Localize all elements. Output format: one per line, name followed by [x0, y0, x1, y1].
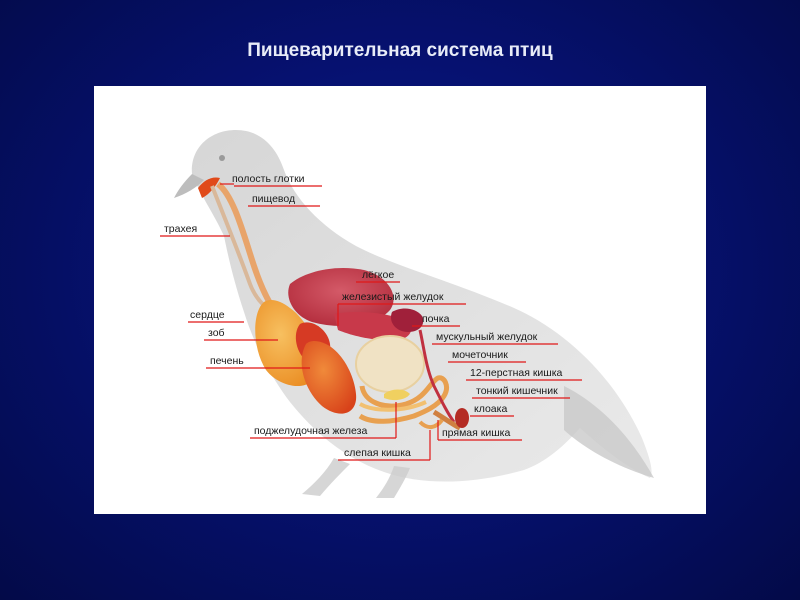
label-pryamaya: прямая кишка	[442, 427, 510, 439]
slide-title: Пищеварительная система птиц	[247, 40, 553, 61]
label-slepaya: слепая кишка	[344, 447, 411, 459]
gizzard-shape	[355, 335, 425, 393]
label-legkoe: лёгкое	[362, 269, 394, 281]
label-kloaka: клоака	[474, 403, 507, 415]
diagram-panel: полость глотки пищевод трахея лёгкое жел…	[94, 86, 706, 514]
ureter-shape	[418, 329, 456, 423]
liver-shape	[301, 341, 357, 414]
caecum-shape	[418, 418, 444, 429]
label-zob: зоб	[208, 327, 225, 339]
digestive-organs	[198, 177, 469, 431]
label-trakheya: трахея	[164, 223, 197, 235]
duodenum-shape	[358, 375, 449, 424]
rectum-shape	[432, 409, 462, 431]
label-zhelezisty: железистый желудок	[342, 291, 444, 303]
label-mochetochnik: мочеточник	[452, 349, 508, 361]
label-pochka: почка	[422, 313, 450, 325]
bird-silhouette	[174, 130, 654, 498]
pharynx-shape	[198, 177, 220, 198]
bird-digestive-diagram: полость глотки пищевод трахея лёгкое жел…	[160, 130, 654, 498]
label-dvenadtsat: 12-перстная кишка	[470, 367, 563, 379]
label-tonky: тонкий кишечник	[476, 385, 558, 397]
label-pechen: печень	[210, 355, 244, 367]
pancreas-shape	[384, 389, 410, 401]
label-podzheludochnaya: поджелудочная железа	[254, 425, 367, 437]
label-muskulny: мускульный желудок	[436, 331, 538, 343]
label-pishchevod: пищевод	[252, 193, 295, 205]
small-intestine-shape	[359, 400, 427, 412]
label-serdtse: сердце	[190, 309, 225, 321]
annotations: полость глотки пищевод трахея лёгкое жел…	[160, 173, 582, 461]
cloaca-shape	[455, 408, 469, 428]
label-polost-glotki: полость глотки	[232, 173, 305, 185]
